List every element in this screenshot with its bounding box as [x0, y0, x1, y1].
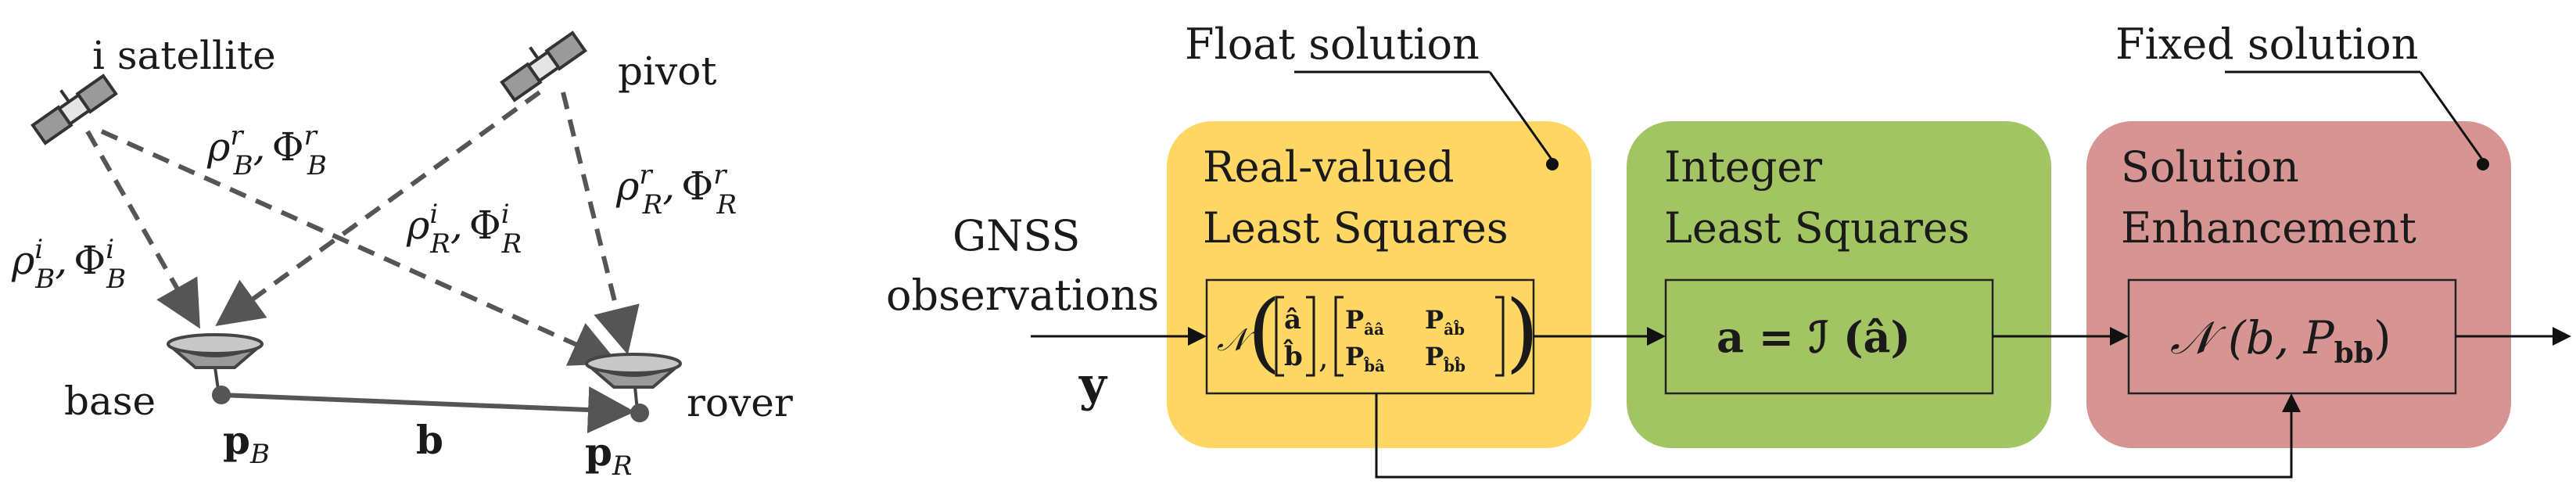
input-label-line2: observations: [886, 271, 1159, 320]
box2-title-line1: Integer: [1664, 142, 1822, 192]
signal-pivot-to-rover: [561, 92, 640, 355]
p-R-label: pR: [585, 429, 633, 482]
svg-text:ρiB,ΦiB: ρiB,ΦiB: [11, 234, 126, 295]
box3-title-line2: Enhancement: [2121, 203, 2416, 253]
float-bypass-arrow: [1375, 393, 2301, 479]
svg-text:Pââ: Pââ: [1345, 305, 1384, 339]
fixed-solution-label: Fixed solution: [2115, 20, 2418, 69]
baseline-b-label: b: [416, 417, 443, 463]
box1-title-line1: Real-valued: [1203, 142, 1455, 192]
input-label-line1: GNSS: [953, 211, 1080, 260]
fixed-solution-leader: [2419, 71, 2485, 161]
signal-pivot-to-base: [215, 90, 541, 327]
svg-text:ρrR,ΦrR: ρrR,ΦrR: [615, 160, 737, 221]
base-label: base: [64, 379, 156, 424]
float-solution-label: Float solution: [1185, 20, 1480, 69]
float-solution-pointer-dot: [1546, 158, 1559, 170]
svg-text:Pb̂b̂: Pb̂b̂: [1425, 342, 1466, 375]
integer-formula: a = ℐ (â): [1717, 312, 1910, 362]
svg-text:ρiR,ΦiR: ρiR,ΦiR: [406, 199, 522, 260]
box3-title-line1: Solution: [2121, 142, 2299, 192]
solution-enhancement-box: [2086, 121, 2511, 448]
integer-ls-box: [1627, 121, 2051, 448]
svg-text:Pb̂â: Pb̂â: [1345, 342, 1385, 375]
i-satellite-label: i satellite: [92, 33, 276, 78]
signal-i-to-base: [85, 130, 200, 329]
box1-title-line2: Least Squares: [1203, 203, 1509, 253]
processing-flow: Real-valued Least Squares Integer Least …: [886, 20, 2571, 479]
svg-text:b̂: b̂: [1283, 339, 1303, 372]
fixed-solution-pointer-dot: [2477, 158, 2489, 170]
float-solution-box: [1167, 121, 1591, 448]
box2-title-line2: Least Squares: [1664, 203, 1970, 253]
svg-text:ρrB,ΦrB: ρrB,ΦrB: [206, 120, 327, 181]
svg-text:â: â: [1284, 304, 1301, 336]
float-solution-leader: [1488, 71, 1554, 161]
baseline-arrow: [221, 386, 635, 434]
svg-text:,: ,: [1318, 339, 1329, 375]
enhancement-formula: 𝒩 (b, Pbb): [2170, 311, 2391, 370]
signal-i-to-rover: [100, 129, 619, 366]
svg-text:Pâb̂: Pâb̂: [1425, 305, 1465, 339]
svg-text:): ): [1505, 282, 1539, 382]
p-B-label: pB: [223, 417, 270, 470]
float-formula: 𝒩 ( â b̂ , Pââ Pâb̂ Pb̂â Pb̂b̂ ): [1217, 282, 1539, 382]
pivot-satellite-icon: [500, 30, 587, 102]
rover-antenna-icon: [585, 353, 682, 422]
i-satellite-icon: [30, 74, 118, 145]
input-symbol-y: y: [1078, 357, 1108, 412]
pivot-label: pivot: [618, 48, 716, 94]
rover-label: rover: [687, 380, 793, 425]
